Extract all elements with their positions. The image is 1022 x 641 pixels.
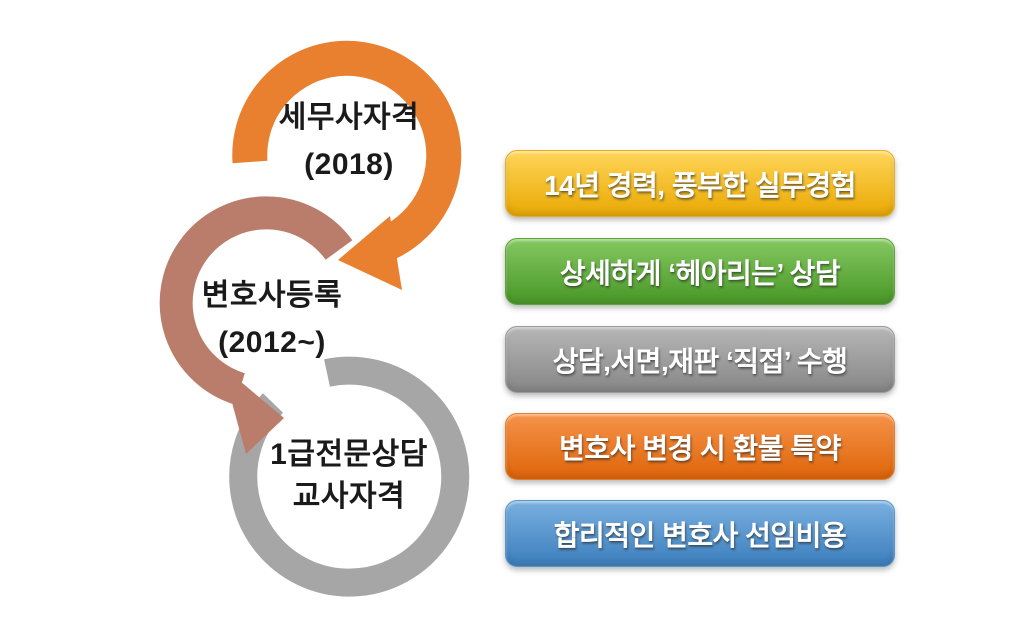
tax-cycle-arrowhead: [338, 216, 402, 290]
counseling-cycle-ring: [229, 356, 470, 597]
tax-certificate-title: 세무사자격: [278, 101, 420, 134]
tax-certificate-year: (2018): [304, 148, 394, 181]
refund-clause-banner: 변호사 변경 시 환불 특약: [505, 413, 895, 480]
lawyer-registration-title: 변호사등록: [201, 279, 343, 312]
experience-banner-label: 14년 경력, 풍부한 실무경험: [544, 169, 856, 201]
reasonable-fee-banner-label: 합리적인 변호사 선임비용: [553, 519, 847, 551]
direct-handling-banner: 상담,서면,재판 ‘직접’ 수행: [505, 326, 895, 393]
refund-clause-banner-label: 변호사 변경 시 환불 특약: [559, 432, 841, 464]
tax-cycle-arc: [232, 40, 462, 260]
lawyer-registration-year: (2012~): [218, 326, 326, 359]
counseling-certificate-line1: 1급전문상담: [270, 438, 428, 471]
tax-certificate-label: 세무사자격 (2018): [279, 94, 420, 188]
direct-handling-banner-label: 상담,서면,재판 ‘직접’ 수행: [552, 345, 848, 377]
lawyer-cycle-arc: [159, 196, 353, 405]
counseling-certificate-label: 1급전문상담 교사자격: [270, 434, 428, 518]
detailed-consult-banner-label: 상세하게 ‘헤아리는’ 상담: [559, 257, 841, 289]
lawyer-registration-label: 변호사등록 (2012~): [202, 272, 343, 366]
reasonable-fee-banner: 합리적인 변호사 선임비용: [505, 500, 895, 567]
experience-banner: 14년 경력, 풍부한 실무경험: [505, 150, 895, 217]
detailed-consult-banner: 상세하게 ‘헤아리는’ 상담: [505, 238, 895, 305]
lawyer-cycle-arrowhead: [222, 366, 284, 454]
counseling-certificate-line2: 교사자격: [292, 480, 406, 513]
